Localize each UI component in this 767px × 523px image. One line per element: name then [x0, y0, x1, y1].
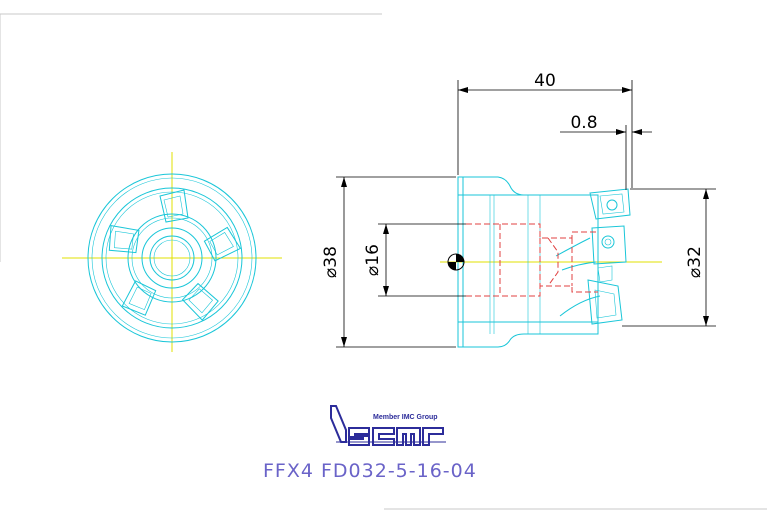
dimension-d38: ⌀38: [321, 176, 456, 348]
front-view: [62, 152, 282, 352]
side-view: [440, 176, 662, 348]
iscar-logo: Member IMC Group: [330, 405, 446, 446]
dimension-d32: ⌀32: [622, 188, 716, 327]
insert-5: [108, 224, 140, 254]
offset-label: 0.8: [570, 113, 597, 133]
insert-1: [159, 189, 189, 223]
insert-2: [203, 226, 242, 262]
length-label: 40: [534, 71, 556, 91]
frame-lines: [0, 13, 767, 510]
dimension-d16: ⌀16: [363, 223, 466, 297]
bore-diameter-label: ⌀16: [363, 244, 383, 276]
outer-diameter-label: ⌀38: [321, 246, 341, 278]
part-number: FFX4 FD032-5-16-04: [263, 460, 477, 482]
brand-tagline: Member IMC Group: [373, 414, 438, 421]
cutting-diameter-label: ⌀32: [685, 246, 705, 278]
dimension-40: 40: [457, 71, 633, 188]
insert-3: [181, 282, 219, 321]
dimension-0-8: 0.8: [560, 113, 652, 190]
insert-4: [121, 280, 157, 316]
